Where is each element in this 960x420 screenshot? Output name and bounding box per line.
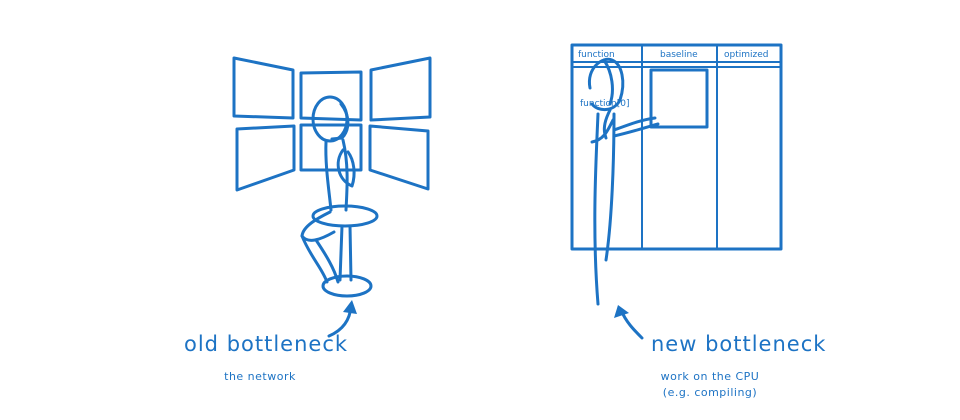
monitor-bottom-right (368, 124, 430, 191)
person-leg (300, 234, 340, 284)
new-bottleneck-subtitle-line2: (e.g. compiling) (662, 386, 758, 399)
monitor-top-left (232, 56, 295, 120)
monitor-bottom-left (235, 124, 296, 192)
headset-icon (330, 102, 350, 141)
card-label-function-0: function[0] (580, 99, 630, 109)
person-on-stool (300, 95, 379, 298)
board-frame (570, 43, 783, 251)
person-body-right (593, 112, 616, 306)
column-header-optimized: optimized (724, 50, 769, 60)
stool-base (321, 274, 373, 298)
dragged-card (649, 68, 709, 129)
person-hair (590, 58, 615, 144)
person-torso (324, 138, 349, 212)
column-header-function: function (578, 50, 615, 60)
arrow-up-icon-left (327, 300, 357, 338)
monitor-bottom-center (299, 123, 363, 172)
monitor-wall (232, 56, 432, 192)
stool-seat (311, 204, 379, 228)
new-bottleneck-title: new bottleneck (651, 332, 827, 356)
monitor-top-center (299, 70, 363, 122)
column-header-baseline: baseline (660, 50, 698, 60)
kanban-board: function baseline optimized function[0] (570, 43, 783, 251)
arrow-up-icon-right (614, 305, 644, 340)
person-at-board (587, 57, 660, 306)
old-bottleneck-subtitle: the network (224, 370, 296, 383)
old-bottleneck-title: old bottleneck (184, 332, 349, 356)
new-bottleneck-subtitle-line1: work on the CPU (660, 370, 760, 383)
person-arm-right (612, 116, 660, 138)
monitor-top-right (369, 56, 432, 122)
person-arm (336, 148, 356, 188)
person-head-right (587, 57, 625, 111)
stool-post (338, 224, 353, 282)
